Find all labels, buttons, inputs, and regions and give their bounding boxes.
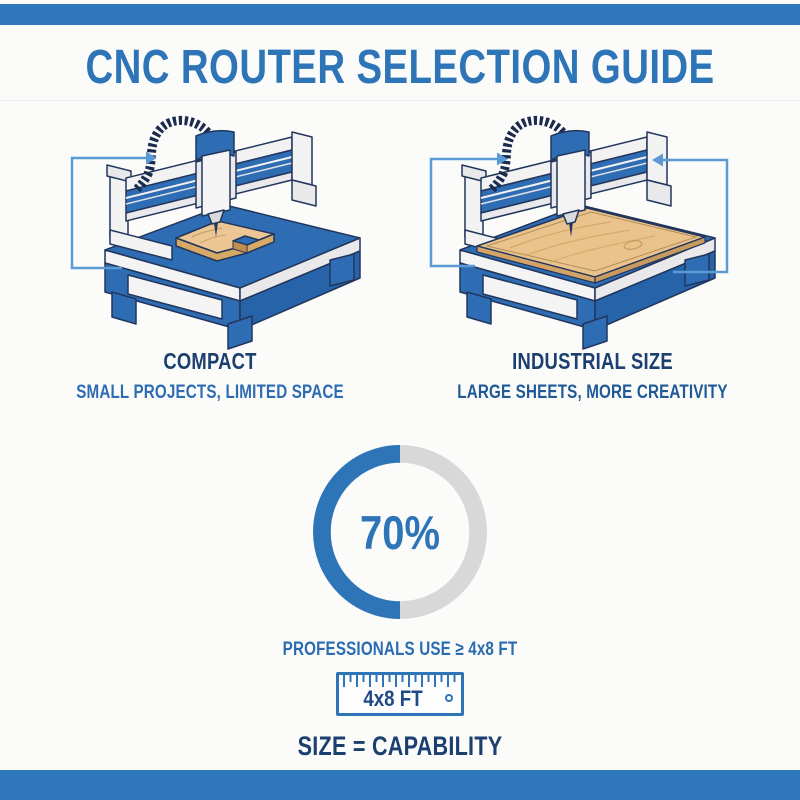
small-workpiece — [175, 220, 275, 262]
machine-description-label: LARGE SHEETS, MORE CREATIVITY — [457, 382, 728, 403]
page-title-text: CNC ROUTER SELECTION GUIDE — [85, 41, 715, 94]
dimension-arrow-icon — [70, 151, 157, 270]
machine-name-label: INDUSTRIAL SIZE — [512, 348, 673, 374]
donut-progress-arc — [313, 445, 401, 619]
industrial-machine-label: INDUSTRIAL SIZE LARGE SHEETS, MORE CREAT… — [420, 348, 765, 404]
bottom-accent-bar — [0, 770, 800, 800]
machine-name-label: COMPACT — [163, 348, 257, 374]
ruler-hole-icon — [445, 694, 453, 702]
header-divider — [0, 100, 800, 101]
donut-ring — [313, 445, 487, 619]
industrial-machine-illustration — [415, 110, 745, 350]
donut-chart: 70% — [307, 439, 493, 625]
compact-machine-illustration — [60, 110, 390, 350]
large-plywood-sheet — [476, 207, 706, 284]
cnc-router-industrial-icon — [429, 110, 729, 350]
top-accent-bar — [0, 4, 800, 25]
ruler-ticks — [343, 675, 457, 687]
ruler-size-label: 4x8 FT — [363, 686, 423, 711]
compact-machine-label: COMPACT SMALL PROJECTS, LIMITED SPACE — [35, 348, 385, 404]
ruler-icon: 4x8 FT — [336, 672, 464, 716]
cnc-router-compact-icon — [70, 110, 361, 350]
dimension-arrow-right-icon — [652, 153, 729, 274]
dimension-arrow-left-icon — [429, 152, 508, 268]
machine-description-label: SMALL PROJECTS, LIMITED SPACE — [76, 382, 344, 403]
page-title: CNC ROUTER SELECTION GUIDE — [0, 40, 800, 95]
stat-caption: PROFESSIONALS USE ≥ 4x8 FT — [282, 639, 518, 660]
donut-percent-label: 70% — [360, 505, 440, 559]
tagline: SIZE = CAPABILITY — [297, 731, 503, 761]
